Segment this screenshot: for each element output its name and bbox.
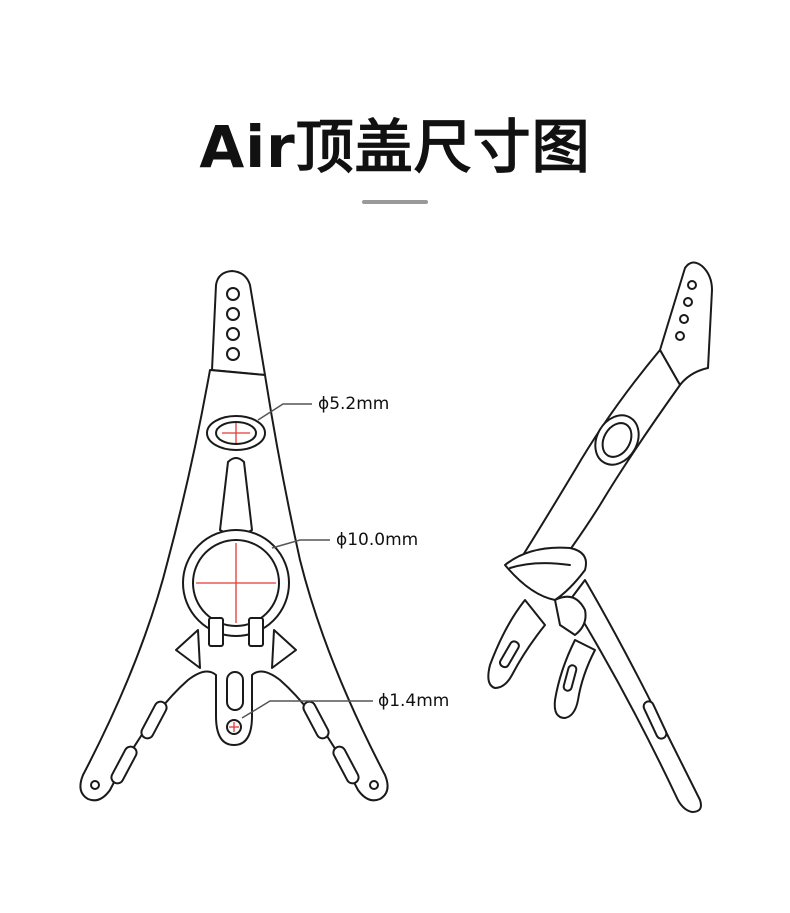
side-top-arm [659,261,713,386]
front-foot-hole-left [90,780,100,790]
dim-label-top-hole: ϕ5.2mm [318,394,390,414]
side-long-leg [569,579,702,813]
leader-ring [271,539,330,549]
title-divider [362,200,428,204]
front-tri-right [271,629,297,669]
front-leg-slot-l1 [140,700,168,740]
front-top-arm [211,270,266,376]
front-tri-left [175,629,201,669]
side-ring-inner [601,422,633,458]
front-leg-slot-l2 [110,745,138,785]
front-bottom-slot [226,671,244,711]
front-leg-slot-r1 [302,700,330,740]
side-inner-clip [554,595,587,636]
front-leg-slot-r2 [332,745,360,785]
leader-top-hole [257,403,312,421]
front-hole-1 [226,287,240,301]
front-hole-2 [226,307,240,321]
side-lower-slot [499,640,520,669]
page-title: Air顶盖尺寸图 [199,113,591,181]
side-clamp [504,546,587,601]
front-clip-left [208,617,224,647]
side-hole-1 [687,280,697,290]
side-view [487,261,713,813]
side-clamp-lip [509,562,571,569]
leader-bottom-hole [241,700,373,719]
side-leg-slot [642,700,668,740]
side-hole-4 [675,331,685,341]
side-small-slot [562,664,578,692]
side-hole-2 [683,297,693,307]
dim-label-ring: ϕ10.0mm [336,530,419,550]
dim-label-bottom-hole: ϕ1.4mm [378,691,450,711]
front-hole-4 [226,347,240,361]
front-clip-right [248,617,264,647]
side-hole-3 [679,314,689,324]
front-foot-hole-right [369,780,379,790]
front-hole-3 [226,327,240,341]
